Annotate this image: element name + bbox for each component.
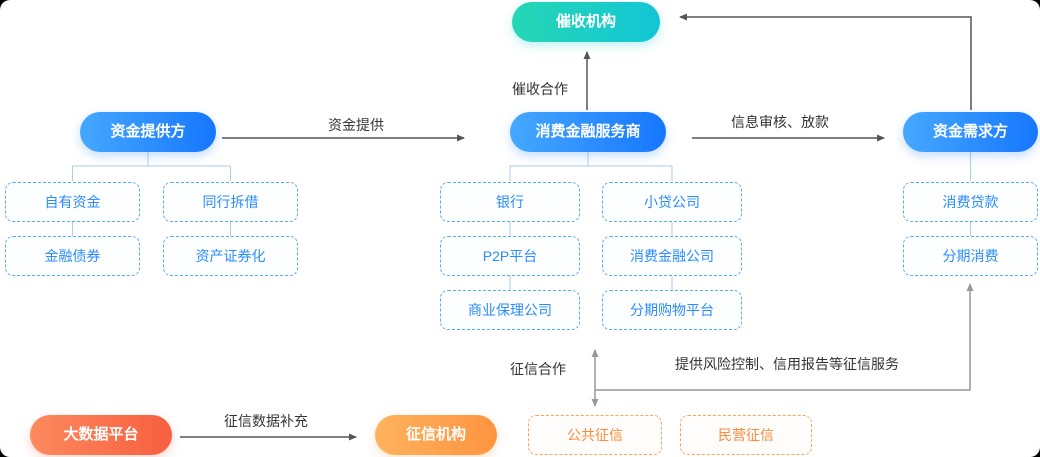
primary-arrows — [180, 13, 972, 441]
item-consumer-loan: 消费贷款 — [903, 182, 1038, 222]
item-financial-bonds: 金融债券 — [5, 236, 140, 276]
node-finance-service-provider: 消费金融服务商 — [510, 112, 666, 152]
item-installment-consumption: 分期消费 — [903, 236, 1038, 276]
node-fund-provider: 资金提供方 — [80, 112, 216, 152]
edge-label-fund-provision: 资金提供 — [328, 117, 384, 133]
item-p2p-platform: P2P平台 — [440, 236, 580, 276]
item-asset-securitization: 资产证券化 — [163, 236, 298, 276]
edge-label-credit-coop: 征信合作 — [510, 361, 566, 377]
edge-label-credit-data-supplement: 征信数据补充 — [224, 413, 308, 429]
item-private-credit: 民营征信 — [680, 415, 812, 455]
service-provider-bracket — [509, 152, 673, 290]
item-consumer-finance-company: 消费金融公司 — [602, 236, 742, 276]
edge-label-credit-services: 提供风险控制、信用报告等征信服务 — [675, 356, 899, 372]
edge-label-review-and-loan: 信息审核、放款 — [731, 114, 829, 130]
arrow-demander-to-collection — [679, 13, 972, 110]
item-interbank-lending: 同行拆借 — [163, 182, 298, 222]
node-credit-bureau: 征信机构 — [375, 415, 497, 455]
node-fund-demander: 资金需求方 — [903, 112, 1038, 152]
node-big-data-platform: 大数据平台 — [30, 415, 172, 455]
item-installment-shopping-platform: 分期购物平台 — [602, 290, 742, 330]
item-bank: 银行 — [440, 182, 580, 222]
item-micro-loan-company: 小贷公司 — [602, 182, 742, 222]
edge-label-collection-coop: 催收合作 — [512, 81, 568, 97]
credit-arrows — [591, 283, 974, 407]
group-bracket-lines — [72, 152, 971, 290]
fund-provider-bracket — [72, 152, 231, 236]
item-public-credit: 公共征信 — [528, 415, 662, 455]
arrow-credit-services — [595, 283, 974, 391]
item-own-funds: 自有资金 — [5, 182, 140, 222]
item-commercial-factoring: 商业保理公司 — [440, 290, 580, 330]
node-collection-agency: 催收机构 — [512, 2, 660, 42]
